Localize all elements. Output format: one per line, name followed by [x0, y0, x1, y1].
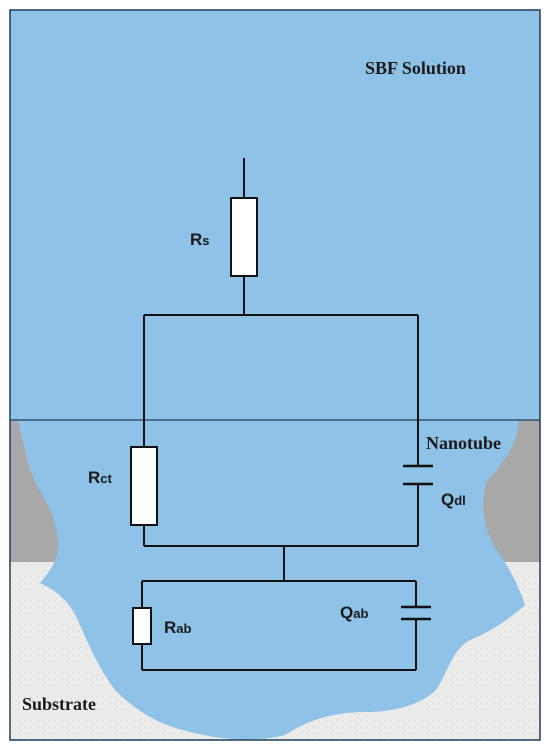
rab-label-sub: ab: [176, 621, 191, 636]
rs-label-main: R: [190, 230, 202, 249]
qab-label-sub: ab: [353, 606, 368, 621]
diagram-frame: [9, 9, 541, 741]
rct-label-sub: ct: [100, 471, 112, 486]
qab-label: Qab: [340, 603, 368, 622]
rs-label-sub: s: [202, 233, 209, 248]
rab-label: Rab: [164, 618, 192, 637]
qdl-label-sub: dl: [454, 493, 466, 508]
rct-label-main: R: [88, 468, 100, 487]
substrate-label: Substrate: [22, 694, 96, 714]
rct-resistor: [130, 446, 158, 526]
qab-label-main: Q: [340, 603, 353, 622]
rab-label-main: R: [164, 618, 176, 637]
solution-region: [10, 10, 540, 420]
qdl-label: Qdl: [441, 490, 466, 509]
nanotube-label: Nanotube: [426, 433, 501, 453]
rs-resistor: [230, 197, 258, 277]
rab-resistor: [132, 607, 152, 645]
rct-label: Rct: [88, 468, 113, 487]
rs-label: Rs: [190, 230, 210, 249]
solution-label: SBF Solution: [365, 58, 466, 78]
qdl-label-main: Q: [441, 490, 454, 509]
